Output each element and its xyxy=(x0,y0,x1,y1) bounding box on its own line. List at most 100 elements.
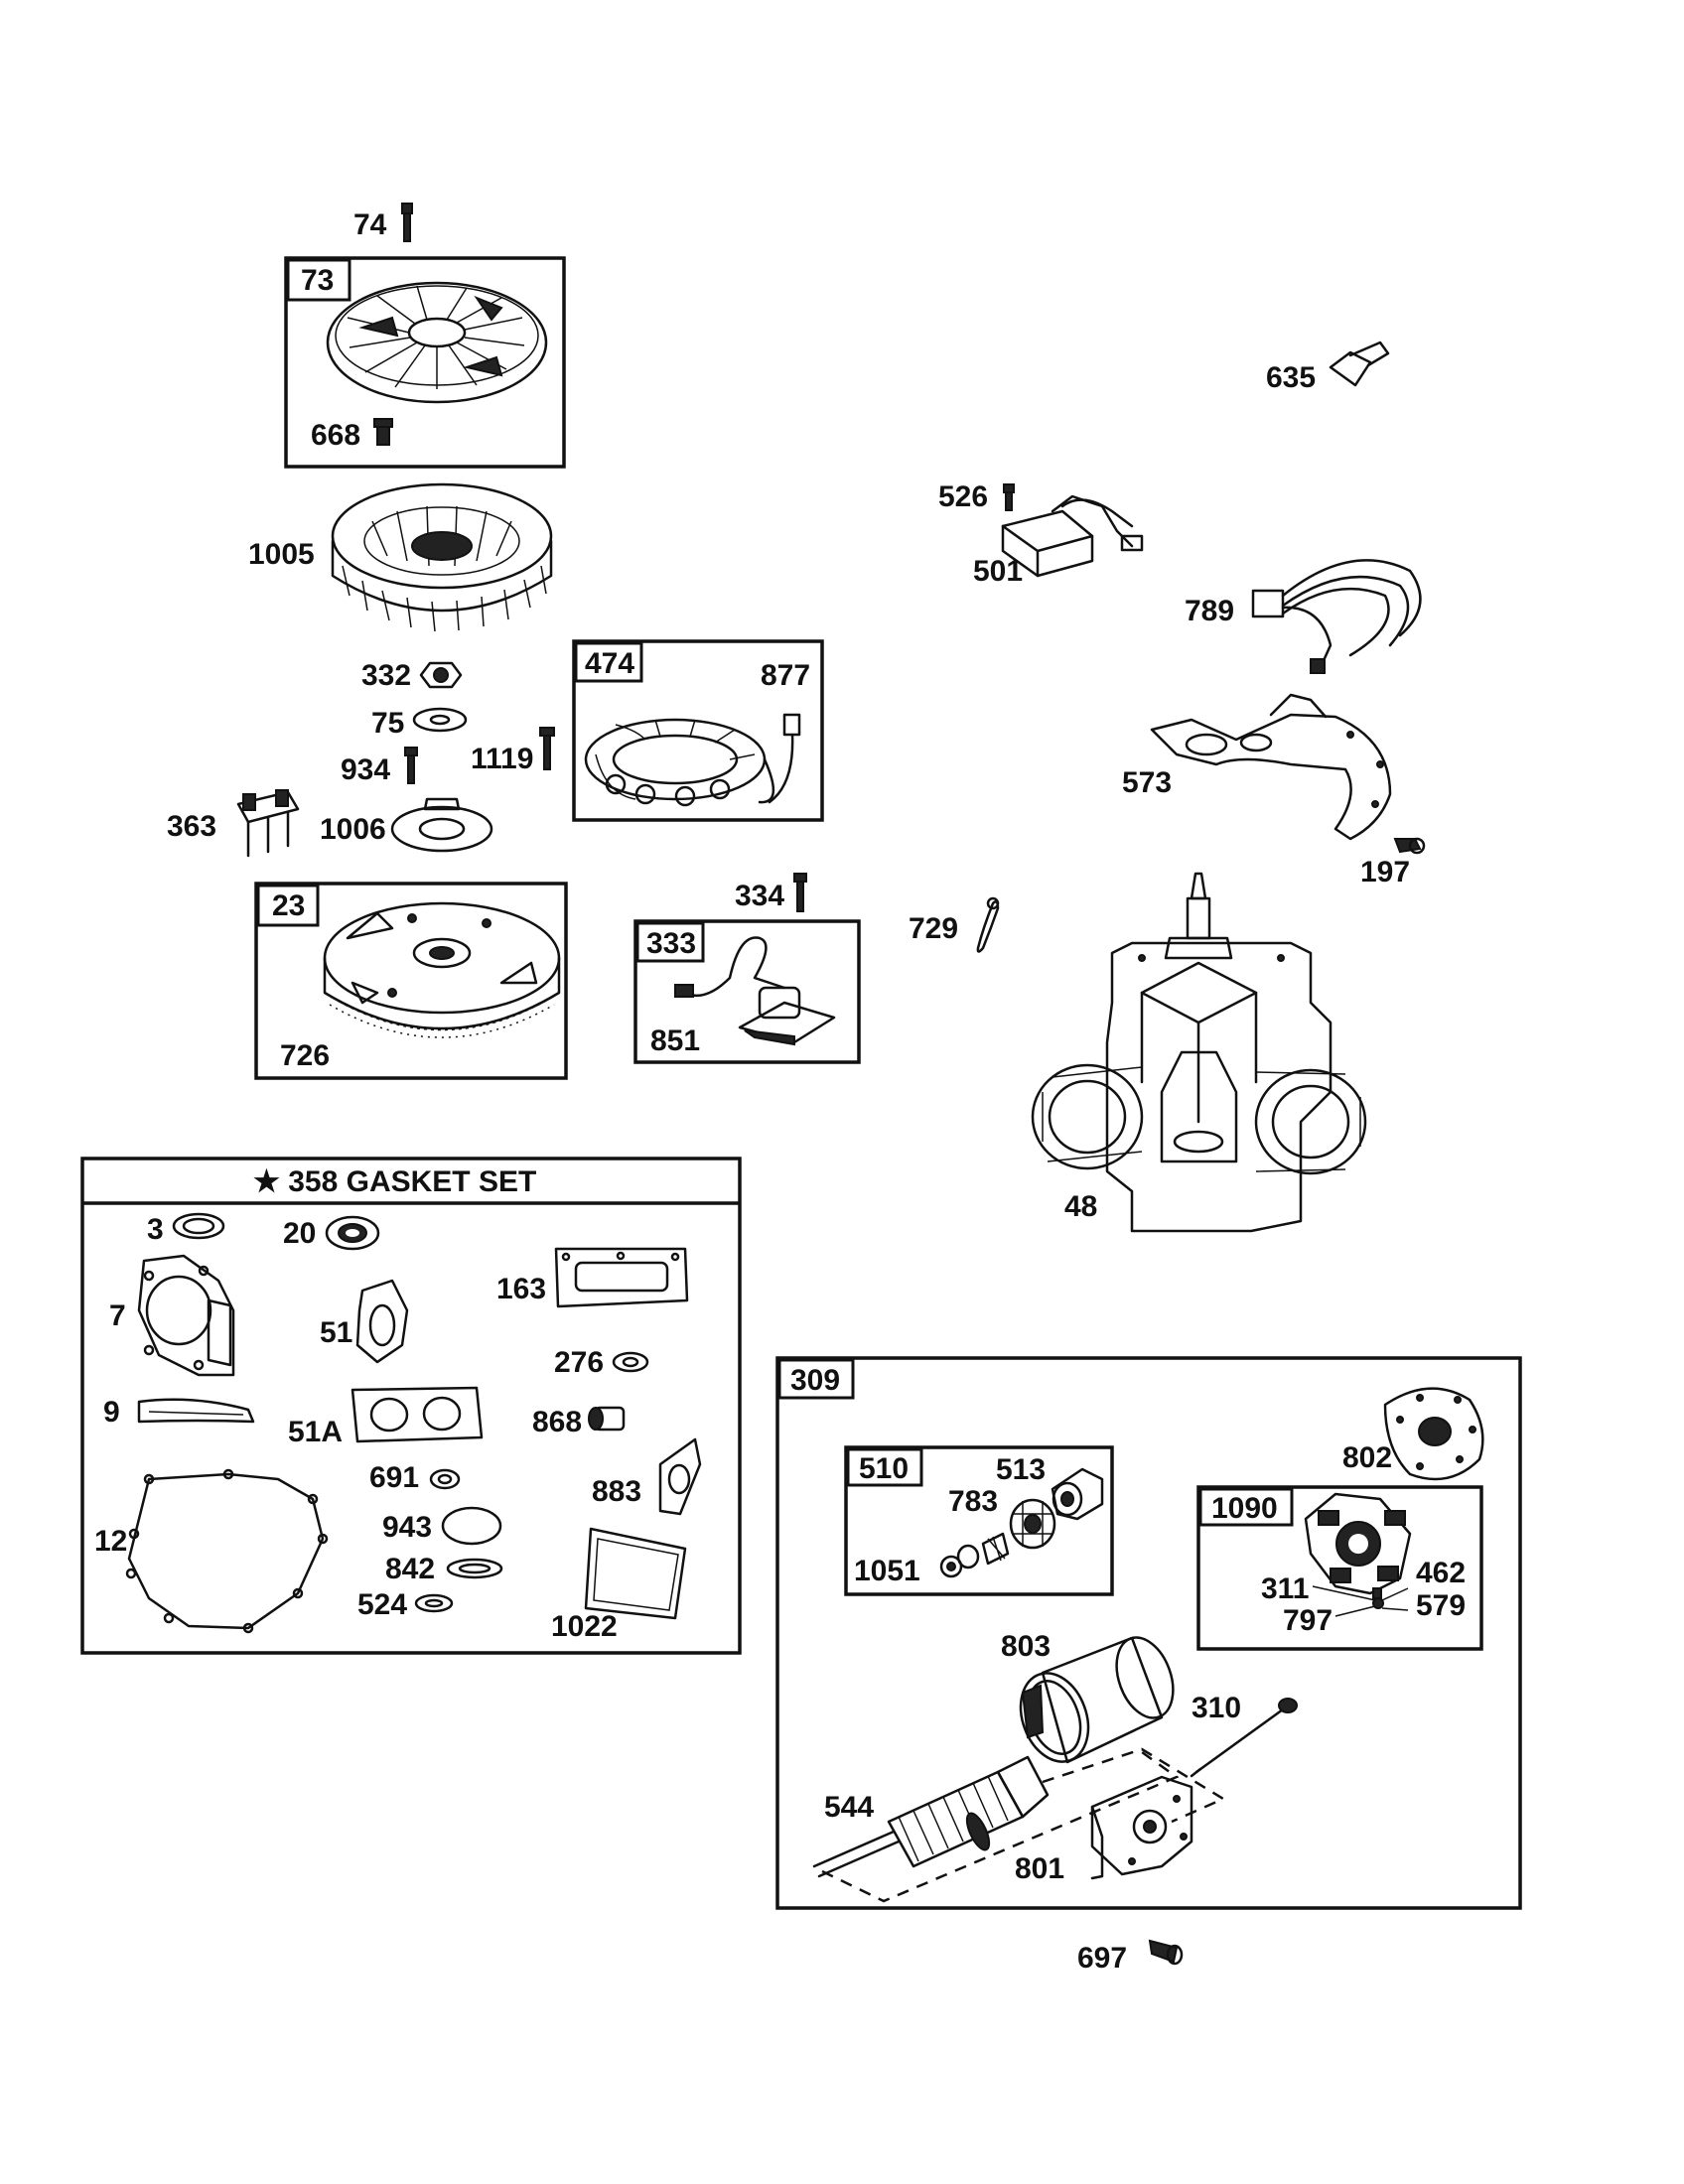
part-943-o-ring xyxy=(441,1506,502,1546)
part-7-head-gasket xyxy=(137,1254,235,1377)
tag-309 xyxy=(777,1358,855,1400)
part-1006-plate xyxy=(390,797,493,853)
part-1119-screw xyxy=(539,727,555,770)
label-1090: 1090 xyxy=(1211,1492,1278,1525)
label-801: 801 xyxy=(1015,1852,1064,1885)
label-1022: 1022 xyxy=(551,1610,618,1643)
part-573-baffle xyxy=(1150,693,1392,841)
part-474-stator xyxy=(584,713,801,807)
label-276: 276 xyxy=(554,1346,604,1379)
part-197-screw xyxy=(1393,837,1426,855)
label-526: 526 xyxy=(938,480,988,513)
label-510: 510 xyxy=(859,1452,909,1485)
label-573: 573 xyxy=(1122,766,1172,799)
label-726: 726 xyxy=(280,1039,330,1072)
label-9: 9 xyxy=(103,1396,120,1429)
label-74: 74 xyxy=(353,208,387,241)
part-501-regulator xyxy=(1001,494,1144,578)
gasket-set-title: ★ 358 GASKET SET xyxy=(253,1165,536,1198)
part-526-screw xyxy=(1003,483,1015,511)
label-333: 333 xyxy=(646,927,696,960)
label-789: 789 xyxy=(1185,595,1234,627)
box-309 xyxy=(775,1356,1522,1910)
part-802-washer-plate xyxy=(1383,1387,1484,1481)
part-276-washer xyxy=(612,1351,649,1373)
label-868: 868 xyxy=(532,1406,582,1438)
part-333-armature xyxy=(674,936,836,1046)
part-23-flywheel xyxy=(323,901,561,1038)
part-1005-fan xyxy=(331,482,553,632)
label-75: 75 xyxy=(371,707,404,740)
part-75-washer xyxy=(412,707,468,733)
part-332-nut xyxy=(419,661,463,689)
label-729: 729 xyxy=(909,912,958,945)
part-310-through-bolt xyxy=(1190,1698,1298,1778)
part-48-crankcase xyxy=(1031,872,1367,1233)
label-309: 309 xyxy=(790,1364,840,1397)
part-20-oil-seal xyxy=(325,1215,380,1251)
label-697: 697 xyxy=(1077,1942,1127,1975)
label-3: 3 xyxy=(147,1213,164,1246)
label-668: 668 xyxy=(311,419,360,452)
label-934: 934 xyxy=(341,753,390,786)
label-851: 851 xyxy=(650,1024,700,1057)
label-635: 635 xyxy=(1266,361,1316,394)
label-513: 513 xyxy=(996,1453,1046,1486)
label-783: 783 xyxy=(948,1485,998,1518)
label-579: 579 xyxy=(1416,1589,1466,1622)
label-363: 363 xyxy=(167,810,216,843)
label-48: 48 xyxy=(1064,1190,1097,1223)
part-510-drive-assembly xyxy=(939,1467,1104,1578)
label-474: 474 xyxy=(585,647,634,680)
label-883: 883 xyxy=(592,1475,641,1508)
label-501: 501 xyxy=(973,555,1023,588)
part-934-screw xyxy=(404,747,418,784)
part-883-gasket xyxy=(658,1437,702,1516)
box-1090 xyxy=(1196,1485,1483,1651)
label-544: 544 xyxy=(824,1791,874,1824)
label-1051: 1051 xyxy=(854,1555,920,1587)
part-868-sleeve xyxy=(588,1406,626,1432)
label-310: 310 xyxy=(1192,1692,1241,1724)
label-332: 332 xyxy=(361,659,411,692)
part-635-fitting xyxy=(1329,341,1390,387)
part-9-gasket xyxy=(137,1398,255,1424)
label-462: 462 xyxy=(1416,1557,1466,1589)
label-20: 20 xyxy=(283,1217,316,1250)
label-73: 73 xyxy=(301,264,334,297)
part-803-housing xyxy=(1019,1636,1175,1764)
label-803: 803 xyxy=(1001,1630,1051,1663)
label-12: 12 xyxy=(94,1525,127,1558)
part-51-gasket xyxy=(355,1279,409,1364)
label-23: 23 xyxy=(272,889,305,922)
part-74-screw xyxy=(401,203,413,242)
label-163: 163 xyxy=(496,1273,546,1305)
part-1022-gasket xyxy=(584,1527,687,1620)
part-12-crankcase-gasket xyxy=(125,1468,329,1634)
tag-333 xyxy=(635,921,705,963)
label-524: 524 xyxy=(357,1588,407,1621)
part-363-bracket xyxy=(236,789,300,858)
box-510 xyxy=(844,1445,1114,1596)
label-334: 334 xyxy=(735,880,784,912)
box-73 xyxy=(284,256,566,469)
box-23 xyxy=(254,882,568,1080)
tag-1090 xyxy=(1198,1487,1294,1527)
label-311: 311 xyxy=(1261,1572,1309,1605)
part-668-bolt xyxy=(373,418,393,446)
label-197: 197 xyxy=(1360,856,1410,888)
part-73-rotating-screen xyxy=(326,281,548,404)
tag-23 xyxy=(256,884,320,927)
label-691: 691 xyxy=(369,1461,419,1494)
part-691-seal xyxy=(429,1468,461,1490)
label-51: 51 xyxy=(320,1316,352,1349)
assembly-dash-outline-2 xyxy=(1042,1747,1226,1824)
label-51A: 51A xyxy=(288,1416,343,1448)
part-1090-brush-holder xyxy=(1304,1492,1412,1617)
part-51A-gasket xyxy=(351,1386,484,1443)
part-801-end-cap xyxy=(1090,1775,1193,1880)
box-333 xyxy=(633,919,861,1064)
part-697-screw xyxy=(1148,1939,1184,1966)
part-3-seal xyxy=(172,1212,225,1240)
